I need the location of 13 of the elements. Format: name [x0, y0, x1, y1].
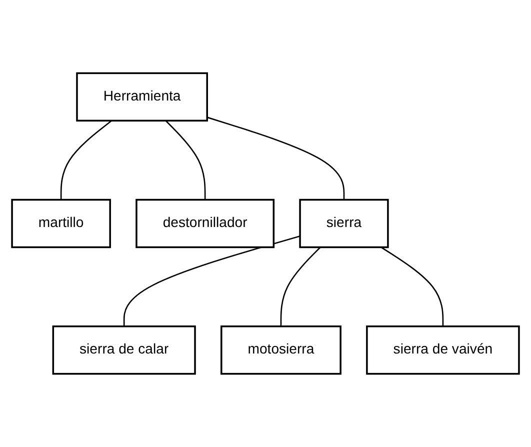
connector: [60, 120, 112, 200]
connector: [206, 116, 345, 200]
node-box: martillo: [11, 198, 111, 248]
connector: [380, 246, 444, 326]
node-box: motosierra: [220, 325, 342, 375]
node-box: Herramienta: [76, 72, 208, 122]
node-box: sierra de calar: [52, 325, 196, 375]
node-box: sierra de vaivén: [366, 325, 520, 375]
connector: [280, 246, 321, 326]
node-box: sierra: [299, 198, 389, 248]
node-box: destornillador: [136, 198, 275, 248]
connector: [123, 236, 300, 326]
connector: [165, 120, 206, 200]
